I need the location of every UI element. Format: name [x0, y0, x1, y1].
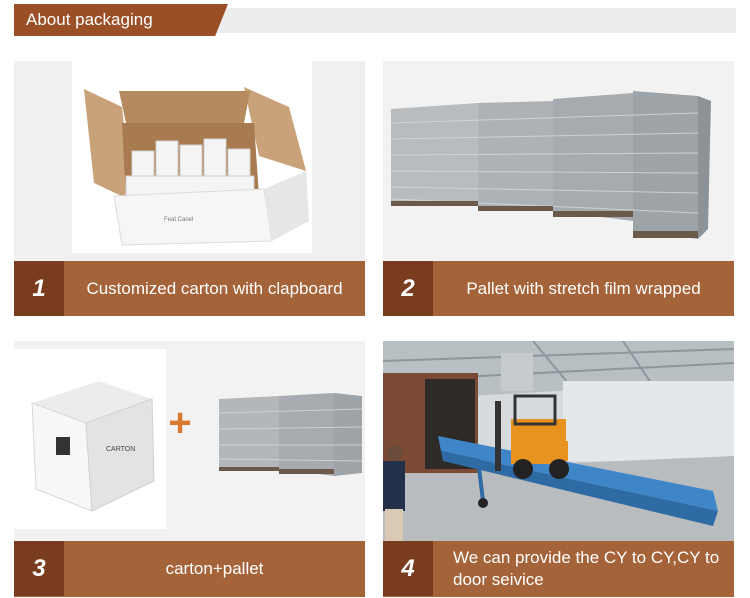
step-number: 1 [14, 261, 64, 316]
step-number: 4 [383, 541, 433, 596]
step-caption: carton+pallet [165, 558, 264, 578]
step-caption: Customized carton with clapboard [86, 278, 343, 298]
step-number: 2 [383, 261, 433, 316]
forklift-loading-container-image [383, 341, 734, 541]
svg-text:CARTON: CARTON [106, 446, 135, 453]
packaging-panel-2: 2 Pallet with stretch film wrapped [383, 61, 734, 317]
caption-bar: 2 Pallet with stretch film wrapped [383, 261, 734, 316]
section-header: About packaging [14, 4, 736, 36]
caption-bar: 1 Customized carton with clapboard [14, 261, 365, 316]
caption-bar: 4 We can provide the CY to CY,CY to door… [383, 541, 734, 597]
step-number: 3 [14, 541, 64, 596]
header-tab [14, 4, 228, 36]
packaging-panel-4: 4 We can provide the CY to CY,CY to door… [383, 341, 734, 597]
carton-plus-pallet-image: CARTON + [14, 341, 365, 541]
step-caption: Pallet with stretch film wrapped [466, 278, 701, 298]
caption-bar: 3 carton+pallet [14, 541, 365, 597]
packaging-panel-1: Feat Caoel 1 Customized carton with clap… [14, 61, 365, 317]
carton-with-dividers-image: Feat Caoel [14, 61, 365, 261]
section-title: About packaging [26, 10, 153, 29]
wrapped-pallets-image [383, 61, 734, 261]
packaging-panel-3: CARTON + 3 carton+pallet [14, 341, 365, 597]
plus-sign: + [168, 401, 192, 445]
step-caption: We can provide the CY to CY,CY to door s… [453, 548, 720, 589]
svg-text:Feat Caoel: Feat Caoel [164, 217, 193, 223]
